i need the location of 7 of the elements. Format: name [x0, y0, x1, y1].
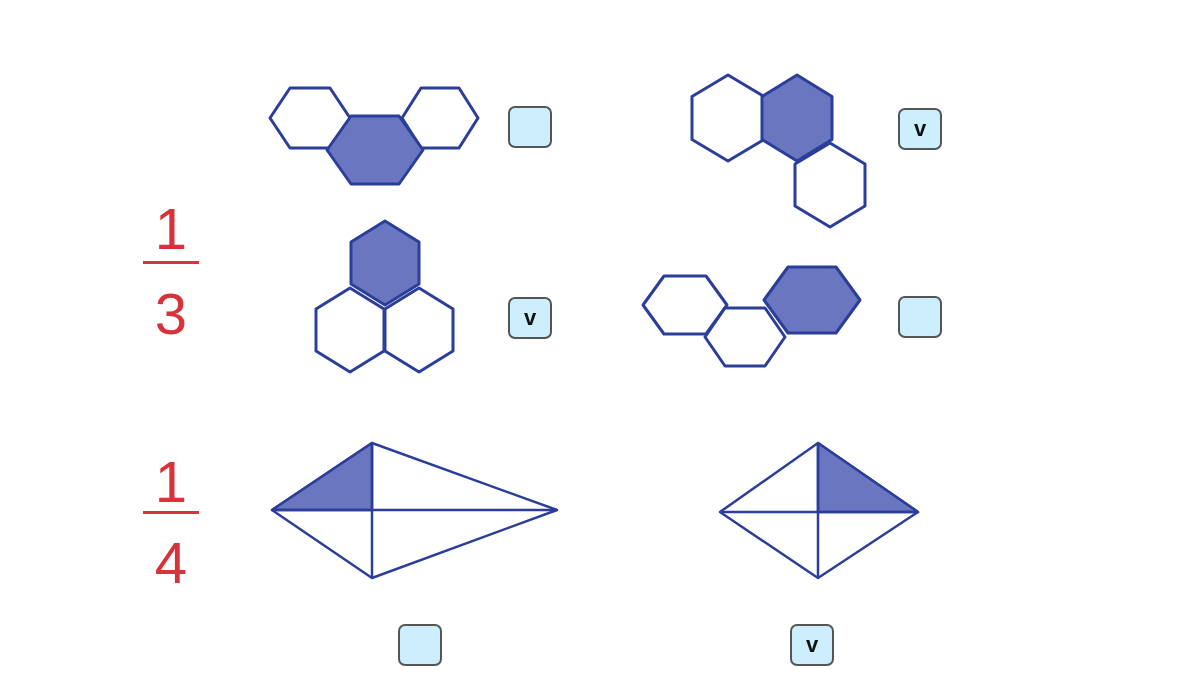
denominator: 3 [153, 285, 189, 343]
answer-box: v [898, 108, 942, 150]
answer-box: v [790, 624, 834, 666]
denominator: 4 [153, 534, 189, 592]
answer-box: v [508, 297, 552, 339]
numerator: 1 [153, 453, 189, 511]
numerator: 1 [153, 200, 189, 258]
